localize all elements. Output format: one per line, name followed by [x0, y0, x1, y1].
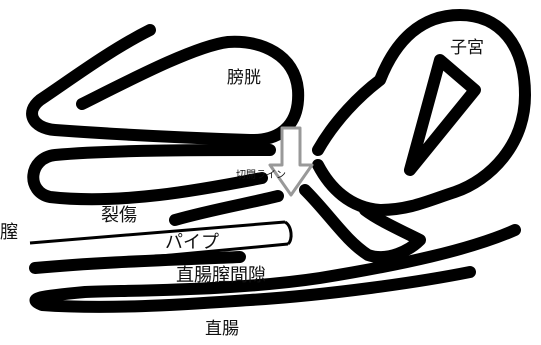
- pipe-label: パイプ: [165, 232, 219, 253]
- rectum-label: 直腸: [205, 319, 239, 339]
- rectum-outline: [29, 224, 521, 313]
- incision-line-label: 切開ライン: [236, 170, 286, 181]
- cervix-outline: [299, 184, 426, 264]
- vaginal-wall-outline: [27, 144, 276, 206]
- bladder-outline: [26, 24, 305, 147]
- uterus-label: 子宮: [450, 38, 484, 58]
- vaginal-lower-outline: [169, 190, 284, 226]
- incision-arrow-icon: [268, 126, 314, 197]
- uterine-cavity: [404, 54, 481, 176]
- uterus-outline: [312, 9, 531, 216]
- bladder-label: 膀胱: [227, 68, 261, 88]
- vagina-label: 膣: [0, 222, 18, 243]
- pipe: [29, 220, 293, 270]
- rectovaginal-space-label: 直腸膣間隙: [176, 265, 266, 286]
- laceration-label: 裂傷: [101, 205, 137, 226]
